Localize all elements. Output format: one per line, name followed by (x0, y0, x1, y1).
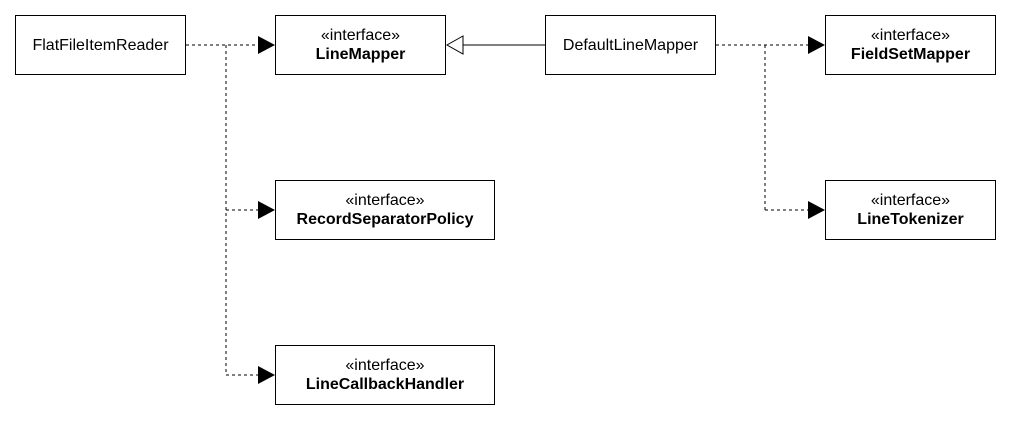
class-defaultlinemapper[interactable]: DefaultLineMapper (545, 15, 716, 75)
arrowhead-linemapper (258, 36, 275, 54)
class-name: FlatFileItemReader (32, 36, 169, 54)
interface-name: LineMapper (315, 46, 406, 63)
arrowhead-recordseparatorpolicy (258, 201, 275, 219)
arrowhead-linecallbackhandler (258, 366, 275, 384)
interface-linetokenizer[interactable]: «interface» LineTokenizer (825, 180, 996, 240)
arrowhead-linetokenizer (808, 201, 825, 219)
interface-name: RecordSeparatorPolicy (296, 211, 474, 228)
interface-linemapper[interactable]: «interface» LineMapper (275, 15, 446, 75)
interface-name: LineTokenizer (857, 211, 964, 228)
interface-name: LineCallbackHandler (305, 376, 465, 393)
stereotype-label: «interface» (870, 27, 951, 44)
class-name: DefaultLineMapper (562, 36, 699, 54)
interface-recordseparatorpolicy[interactable]: «interface» RecordSeparatorPolicy (275, 180, 495, 240)
interface-name: FieldSetMapper (850, 46, 971, 63)
hollow-triangle-linemapper (445, 35, 464, 55)
arrowhead-fieldsetmapper (808, 36, 825, 54)
stereotype-label: «interface» (345, 357, 425, 374)
interface-linecallbackhandler[interactable]: «interface» LineCallbackHandler (275, 345, 495, 405)
stereotype-label: «interface» (870, 192, 951, 209)
stereotype-label: «interface» (320, 27, 401, 44)
class-flatfileitemreader[interactable]: FlatFileItemReader (15, 15, 186, 75)
stereotype-label: «interface» (345, 192, 425, 209)
interface-fieldsetmapper[interactable]: «interface» FieldSetMapper (825, 15, 996, 75)
